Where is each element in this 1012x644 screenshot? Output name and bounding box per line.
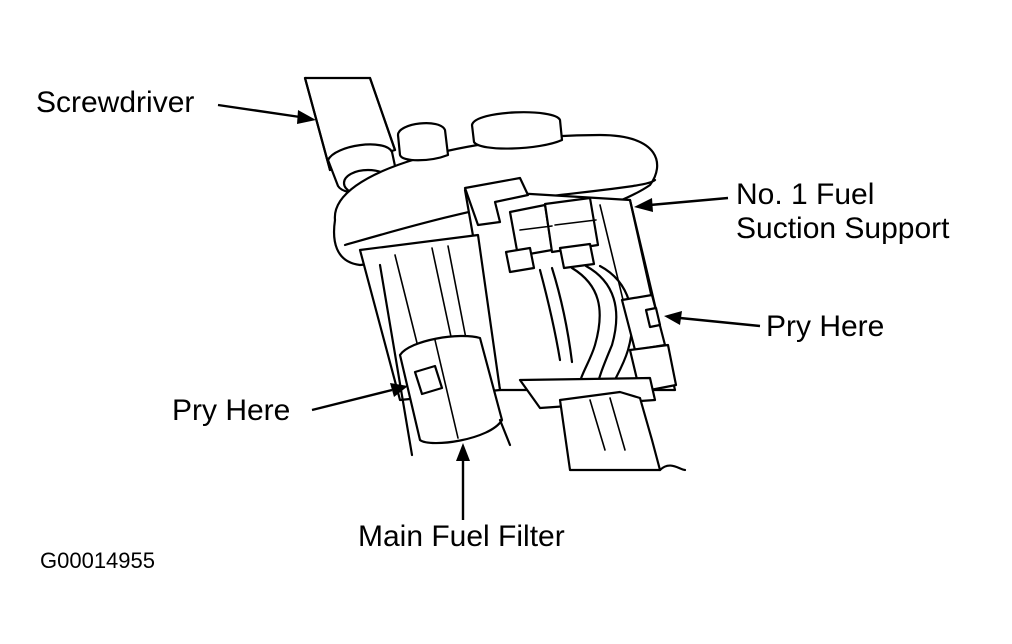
suction-support <box>463 176 678 394</box>
pump-outlet <box>518 376 687 472</box>
main-fuel-filter-illustration <box>358 233 512 457</box>
leader-main-fuel-filter <box>456 443 470 520</box>
leader-pry-here-right <box>664 311 761 328</box>
leader-screwdriver <box>217 103 316 124</box>
label-suction-support-line1: No. 1 Fuel <box>736 178 875 211</box>
leader-pry-here-left <box>311 383 408 412</box>
label-pry-here-right: Pry Here <box>766 310 885 343</box>
label-main-fuel-filter: Main Fuel Filter <box>358 520 565 553</box>
label-suction-support-line2: Suction Support <box>736 212 950 245</box>
figure-id: G00014955 <box>40 548 155 573</box>
label-screwdriver: Screwdriver <box>36 86 195 119</box>
leader-suction-support <box>634 196 729 212</box>
label-pry-here-left: Pry Here <box>172 394 291 427</box>
